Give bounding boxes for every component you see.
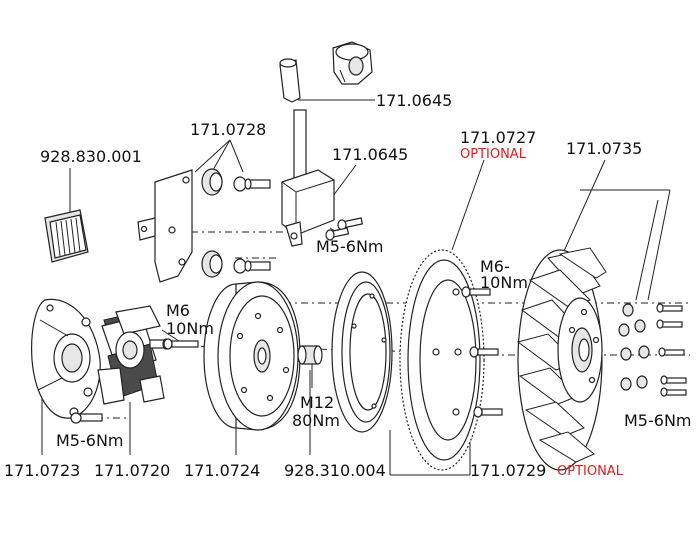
label-171-0645-mid: 171.0645 — [332, 145, 408, 164]
spacer-ring — [331, 271, 393, 433]
label-171-0735: 171.0735 — [566, 139, 642, 158]
label-80nm: 80Nm — [292, 411, 340, 430]
label-171-0727: 171.0727 — [460, 128, 536, 147]
label-m6-left-a: M6 — [166, 301, 190, 320]
callout-labels: 171.0645 171.0728 928.830.001 171.0645 M… — [4, 91, 692, 480]
label-m5-6nm-top: M5-6Nm — [316, 237, 384, 256]
ignition-coil — [279, 58, 335, 247]
label-171-0728: 171.0728 — [190, 120, 266, 139]
label-m5-6nm-left: M5-6Nm — [56, 431, 124, 450]
needle-bearing — [44, 209, 89, 263]
stator-screws — [70, 338, 199, 424]
label-171-0729-optional: OPTIONAL — [557, 464, 624, 479]
rubber-mounts — [201, 168, 271, 278]
gear-screws — [461, 286, 503, 418]
rotor-housing — [203, 281, 301, 431]
label-m6-right-a: M6- — [480, 257, 510, 276]
center-nut — [297, 345, 323, 365]
label-m6-left-b: 10Nm — [166, 319, 214, 338]
label-m12: M12 — [300, 393, 334, 412]
label-171-0720: 171.0720 — [94, 461, 170, 480]
spark-plug-cap — [332, 41, 373, 85]
starter-ring-gear — [399, 249, 485, 471]
coil-bracket-plate — [137, 169, 193, 283]
label-171-0727-optional: OPTIONAL — [460, 147, 527, 162]
fan-washers-screws — [618, 303, 687, 397]
label-928-830-001: 928.830.001 — [40, 147, 142, 166]
label-171-0729: 171.0729 — [470, 461, 546, 480]
label-m5-6nm-right: M5-6Nm — [624, 411, 692, 430]
label-171-0723: 171.0723 — [4, 461, 80, 480]
fan-wheel — [516, 247, 607, 471]
label-171-0724: 171.0724 — [184, 461, 260, 480]
label-m6-right-b: 10Nm — [480, 273, 528, 292]
label-171-0645-top: 171.0645 — [376, 91, 452, 110]
label-928-310-004: 928.310.004 — [284, 461, 386, 480]
coil-screws — [325, 217, 364, 241]
stator-coil-assembly — [97, 305, 170, 405]
